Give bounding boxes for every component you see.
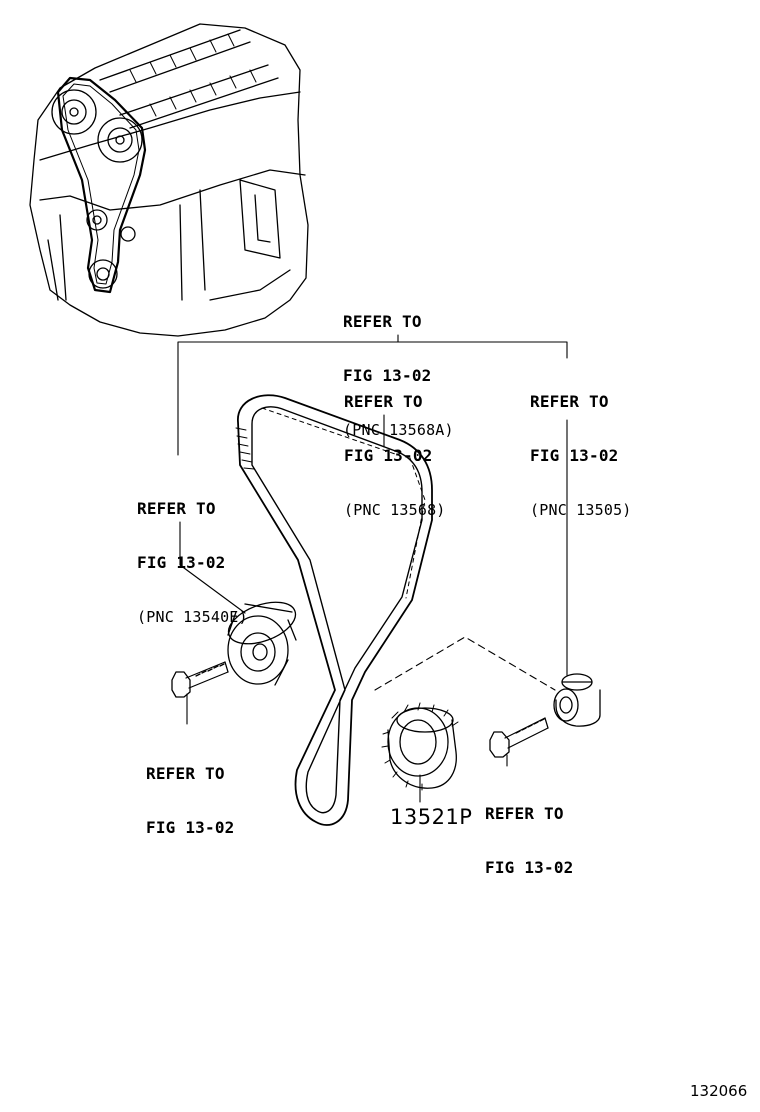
label-line: FIG 13-02 xyxy=(485,858,574,877)
leader-lines xyxy=(177,334,568,803)
label-pnc-13505[interactable]: REFER TO FIG 13-02 (PNC 13505) xyxy=(530,357,632,555)
label-line: REFER TO xyxy=(344,392,423,411)
label-line: FIG 13-02 xyxy=(137,553,226,572)
tensioner-pulley-icon xyxy=(227,601,297,686)
bolt-icon xyxy=(489,717,549,758)
label-pnc-line: (PNC 13568A) xyxy=(343,421,454,439)
timing-belt-icon xyxy=(235,394,433,826)
label-line: FIG 13-02 xyxy=(344,446,433,465)
label-line: REFER TO xyxy=(530,392,609,411)
label-line: REFER TO xyxy=(146,764,225,783)
label-pnc-13568a[interactable]: REFER TO FIG 13-02 (PNC 13568A) xyxy=(343,277,454,475)
label-bolt-right[interactable]: REFER TO FIG 13-02 xyxy=(485,769,574,913)
engine-block-icon xyxy=(29,23,309,337)
label-pnc-13540e[interactable]: REFER TO FIG 13-02 (PNC 13540E) xyxy=(137,464,248,662)
label-pnc-line: (PNC 13568) xyxy=(344,501,446,519)
crankshaft-sprocket-icon xyxy=(381,702,459,791)
label-pnc-line: (PNC 13540E) xyxy=(137,608,248,626)
part-number-13521p[interactable]: 13521P xyxy=(390,805,473,829)
bolt-icon xyxy=(171,661,229,698)
label-line: FIG 13-02 xyxy=(530,446,619,465)
label-line: REFER TO xyxy=(137,499,216,518)
label-pnc-line: (PNC 13505) xyxy=(530,501,632,519)
label-line: REFER TO xyxy=(485,804,564,823)
figure-id: 132066 xyxy=(690,1082,748,1100)
label-line: FIG 13-02 xyxy=(343,366,432,385)
label-pnc-13568[interactable]: REFER TO FIG 13-02 (PNC 13568) xyxy=(344,357,446,555)
idler-pulley-icon xyxy=(553,673,601,727)
label-line: FIG 13-02 xyxy=(146,818,235,837)
label-line: REFER TO xyxy=(343,312,422,331)
label-bolt-left[interactable]: REFER TO FIG 13-02 xyxy=(146,729,235,873)
